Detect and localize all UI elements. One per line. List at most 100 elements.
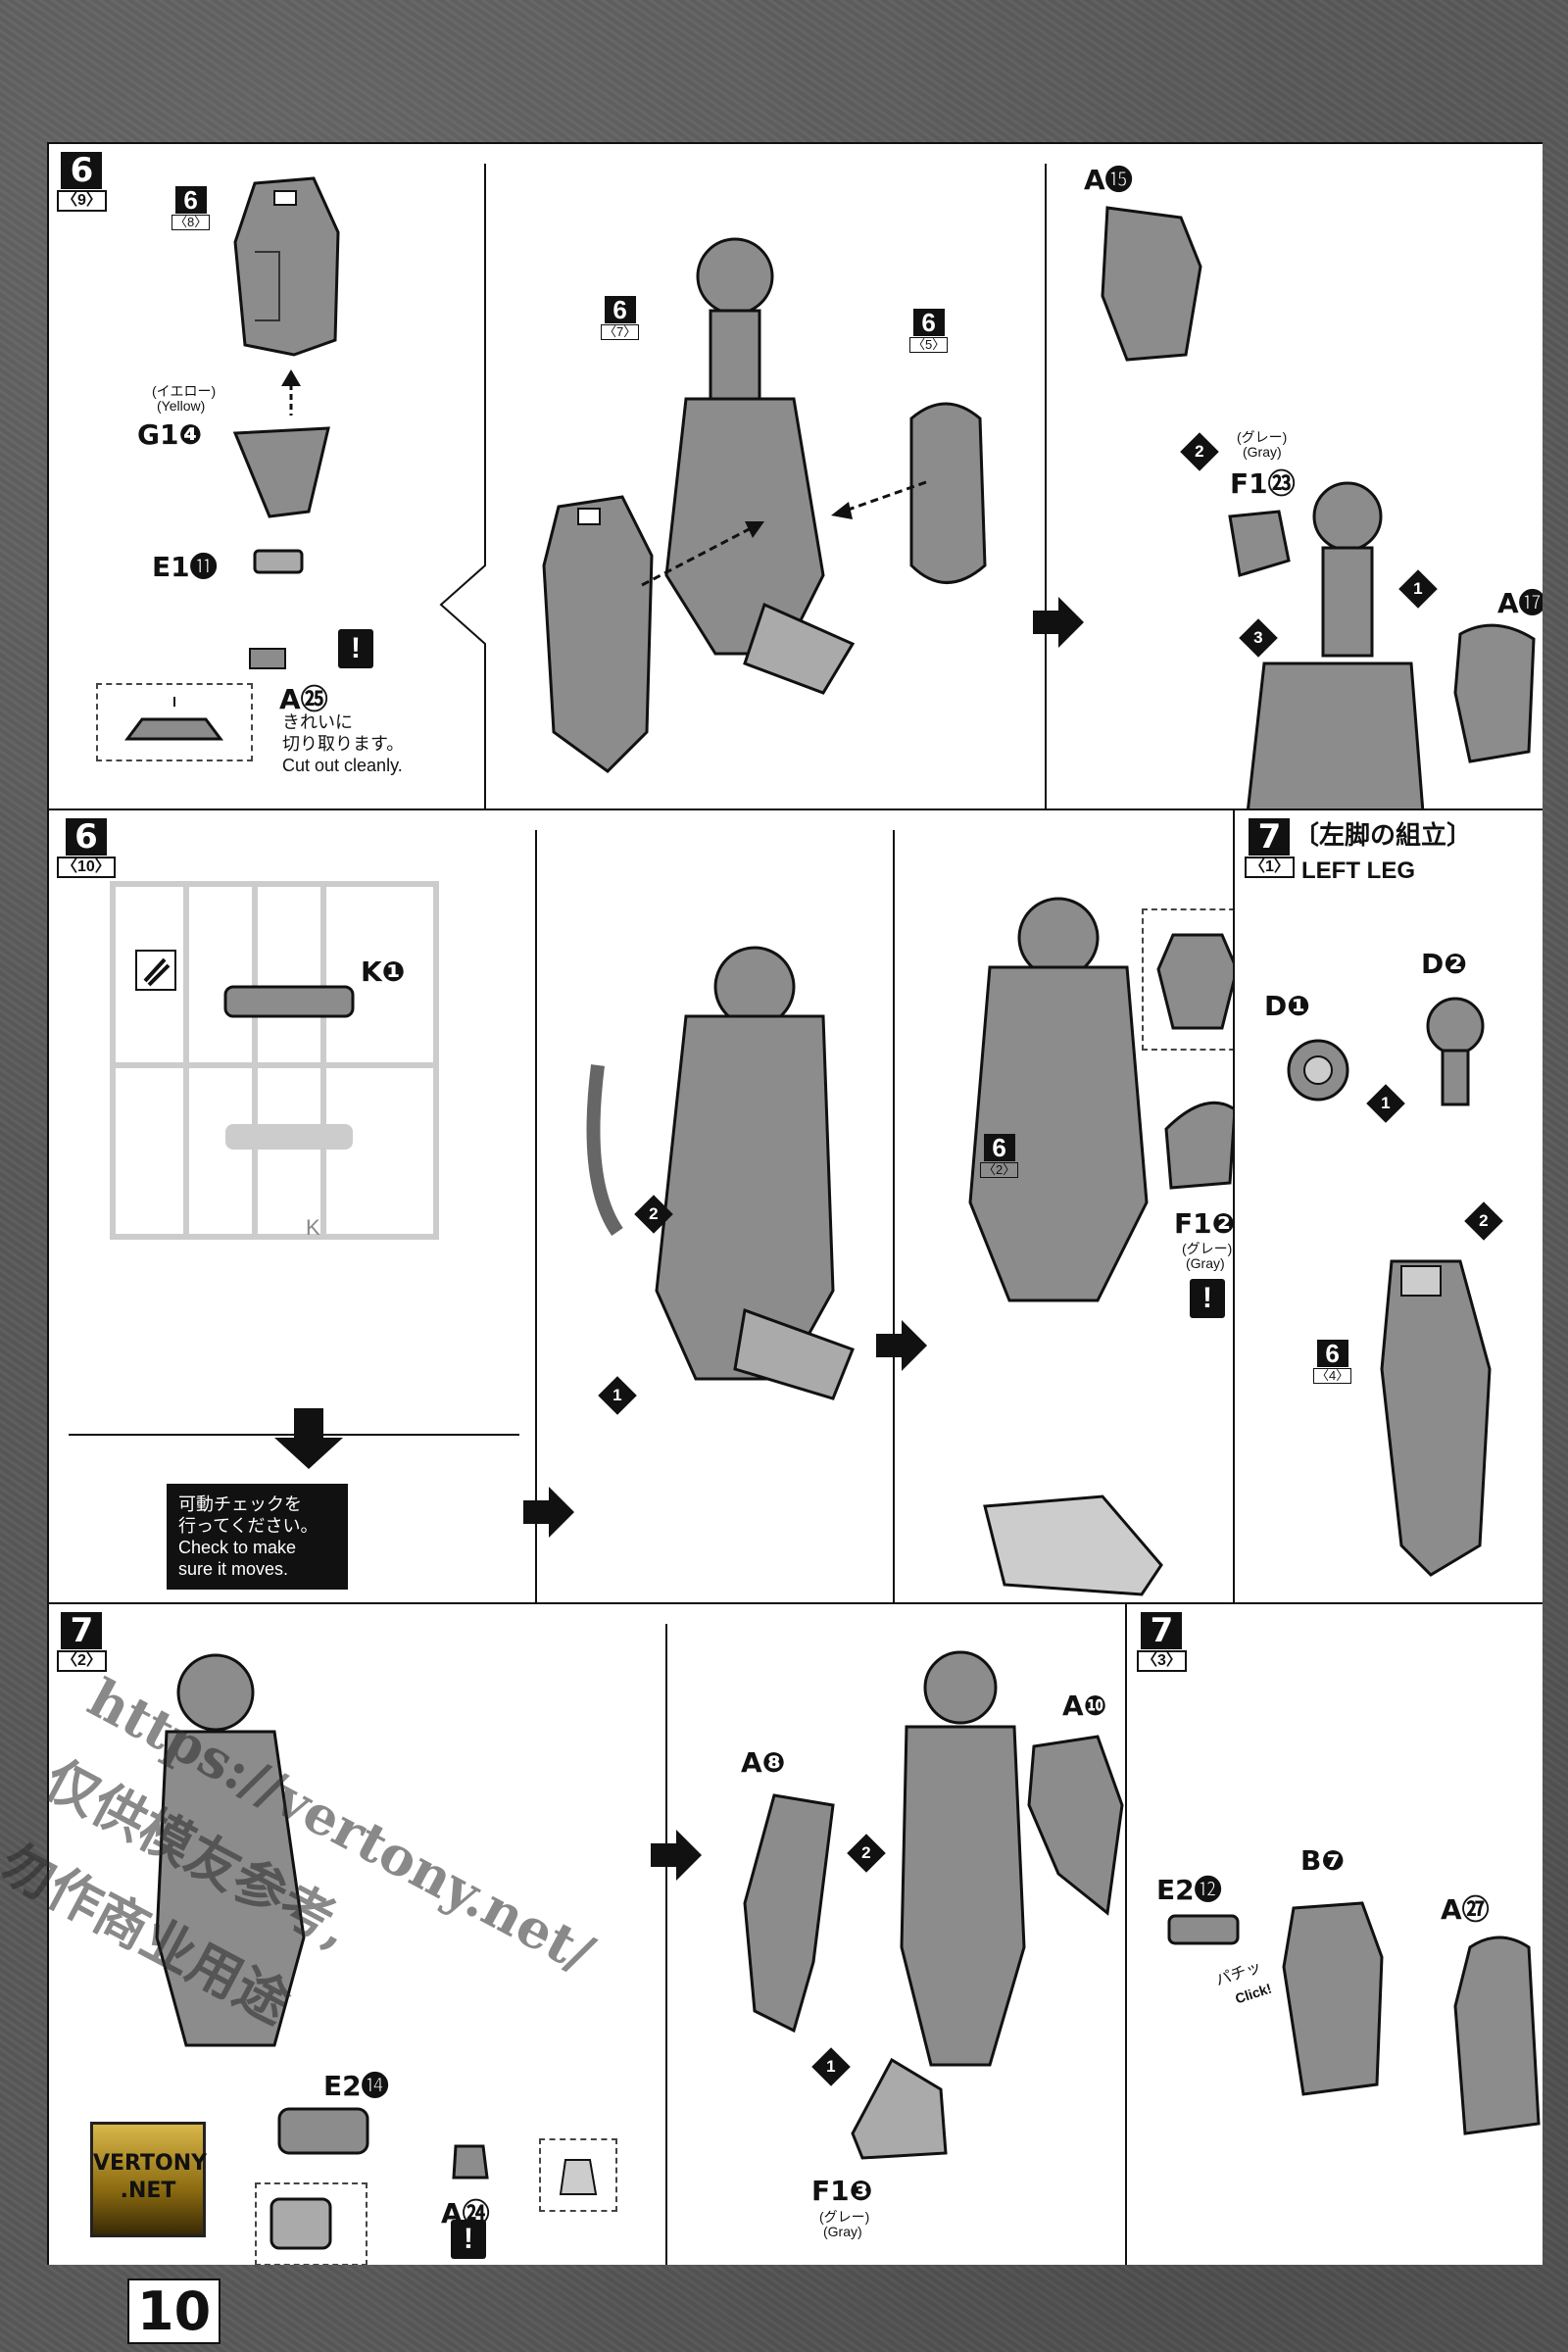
part-number: ❼ <box>1321 1844 1346 1877</box>
step-badge: 7 〈2〉 <box>57 1612 107 1672</box>
part-label-k1: K❶ <box>361 956 405 988</box>
step-number: 6 <box>1316 1340 1348 1367</box>
part-code: B <box>1300 1844 1322 1877</box>
thigh-cover-a27 <box>1453 1936 1541 2135</box>
part-label-e1: E1⓫ <box>152 546 218 585</box>
note-en-2: sure it moves. <box>178 1559 289 1579</box>
joint-d1 <box>1287 1039 1349 1102</box>
step-badge: 7 〈3〉 <box>1137 1612 1187 1672</box>
part-number: ❿ <box>1083 1690 1107 1722</box>
gray-part-f1 <box>1228 510 1291 577</box>
side-armor-a17 <box>1453 623 1536 763</box>
part-number: ⓮ <box>361 2070 389 2102</box>
logo-line: VERTONY <box>93 2151 208 2176</box>
step-sub: 〈3〉 <box>1137 1650 1187 1672</box>
foot-part <box>983 1494 1163 1596</box>
color-label-jp: (グレー) <box>1237 429 1288 445</box>
note-jp-2: 行ってください。 <box>178 1516 318 1536</box>
note-jp-1: 可動チェックを <box>178 1494 302 1514</box>
part-label-a15: A⓯ <box>1084 159 1133 198</box>
part-label-e2: E2⓮ <box>323 2065 389 2104</box>
side-armor-a10 <box>1027 1735 1124 1916</box>
logo-line: .NET <box>120 2179 176 2203</box>
step-number: 6 <box>61 152 103 189</box>
part-number: ❷ <box>1211 1207 1235 1240</box>
panel-divider <box>439 164 486 808</box>
panel-step-6-9: 6 〈9〉 6 〈8〉 (イエロー) (Yellow) G1❹ E1⓫ ! A㉕… <box>49 144 1543 810</box>
part-label-d2: D❷ <box>1421 948 1467 980</box>
step-badge: 6 〈10〉 <box>57 818 116 878</box>
part-number: ㉕ <box>300 683 328 715</box>
part-label-f1: F1㉓ <box>1230 463 1296 502</box>
bullet-number: 2 <box>861 1843 871 1862</box>
part-label-a10: A❿ <box>1062 1690 1106 1722</box>
step-bullet-1: 1 <box>1366 1084 1405 1123</box>
part-code: G1 <box>137 418 179 451</box>
part-code: F1 <box>811 2175 850 2207</box>
page-number: 10 <box>127 2278 221 2344</box>
step-number: 6 <box>174 186 207 214</box>
step-arrow <box>651 1830 702 1881</box>
part-label-f1: F1❷ <box>1174 1207 1235 1240</box>
part-code: D <box>1264 990 1288 1022</box>
panel-divider <box>893 830 895 1602</box>
part-code: F1 <box>1174 1207 1212 1240</box>
part-number: ⓯ <box>1104 164 1133 196</box>
leg-with-foot <box>968 897 1149 1302</box>
panel-step-6-10: 6 〈10〉 K K❶ 可動チェックを 行ってください。 Check to ma… <box>49 810 1235 1604</box>
part-number: ㉗ <box>1461 1893 1490 1926</box>
part-number: ❷ <box>1444 948 1467 980</box>
runner-letter: K <box>306 1215 320 1240</box>
bullet-number: 2 <box>1195 442 1204 461</box>
part-label-e2: E2⓬ <box>1156 1869 1222 1908</box>
knee-shield-part <box>909 402 987 584</box>
step-sub: 〈7〉 <box>601 324 640 340</box>
step-number: 6 <box>912 309 945 336</box>
vertony-logo: VERTONY .NET <box>90 2122 208 2237</box>
step-sub: 〈8〉 <box>172 215 211 230</box>
part-code: F1 <box>1230 467 1268 500</box>
part-code: A <box>741 1746 762 1779</box>
part-code: A <box>1497 587 1519 619</box>
part-number: ❹ <box>178 418 203 451</box>
part-label-b7: B❼ <box>1300 1844 1345 1877</box>
step-sub: 〈5〉 <box>909 337 949 353</box>
thigh-part-b7 <box>1282 1901 1384 2096</box>
bullet-number: 2 <box>649 1204 659 1223</box>
color-label-jp: (グレー) <box>1182 1241 1233 1256</box>
part-code: A <box>279 683 301 715</box>
step-sub: 〈10〉 <box>57 857 116 878</box>
part-label-f1: F1❸ <box>811 2175 872 2207</box>
joint-d2 <box>1426 997 1485 1106</box>
step-number: 7 <box>1249 818 1291 856</box>
color-label-jp: (グレー) <box>819 2209 870 2225</box>
step-6-2-label: 6 〈2〉 <box>980 1134 1019 1178</box>
nipper-icon <box>135 950 176 991</box>
cut-detail-illustration <box>124 697 223 741</box>
step-number: 7 <box>61 1612 103 1649</box>
warning-icon: ! <box>1190 1279 1225 1318</box>
yellow-armor-part <box>232 426 330 518</box>
cut-note-jp-1: きれいに <box>282 712 353 732</box>
up-arrow <box>281 369 301 416</box>
step-number: 6 <box>65 818 107 856</box>
part-label-g1: G1❹ <box>137 418 202 451</box>
knee-part-f1 <box>851 2057 948 2160</box>
down-arrow <box>274 1408 343 1469</box>
gate-part <box>249 648 286 669</box>
step-badge: 7 〈1〉 <box>1245 818 1295 878</box>
inner-leg-frame <box>1380 1259 1492 1577</box>
cut-note-en: Cut out cleanly. <box>282 756 403 775</box>
panel-divider <box>1045 164 1047 808</box>
leg-assembly-rear <box>1247 481 1425 808</box>
part-number: ㉓ <box>1267 467 1296 500</box>
step-bullet-2: 2 <box>1464 1201 1503 1241</box>
panel-step-7-2: 7 〈2〉 E2⓮ A㉔ ! A❽ A❿ 2 1 F1❸ ( <box>49 1604 1127 2265</box>
part-number: ⓫ <box>189 551 218 583</box>
bullet-number: 2 <box>1479 1211 1489 1230</box>
part-detail-box <box>539 2138 617 2212</box>
part-code: D <box>1421 948 1445 980</box>
part-number: ❶ <box>381 956 406 988</box>
section-title-en: LEFT LEG <box>1301 858 1415 884</box>
part-detail-illustration <box>559 2159 598 2195</box>
